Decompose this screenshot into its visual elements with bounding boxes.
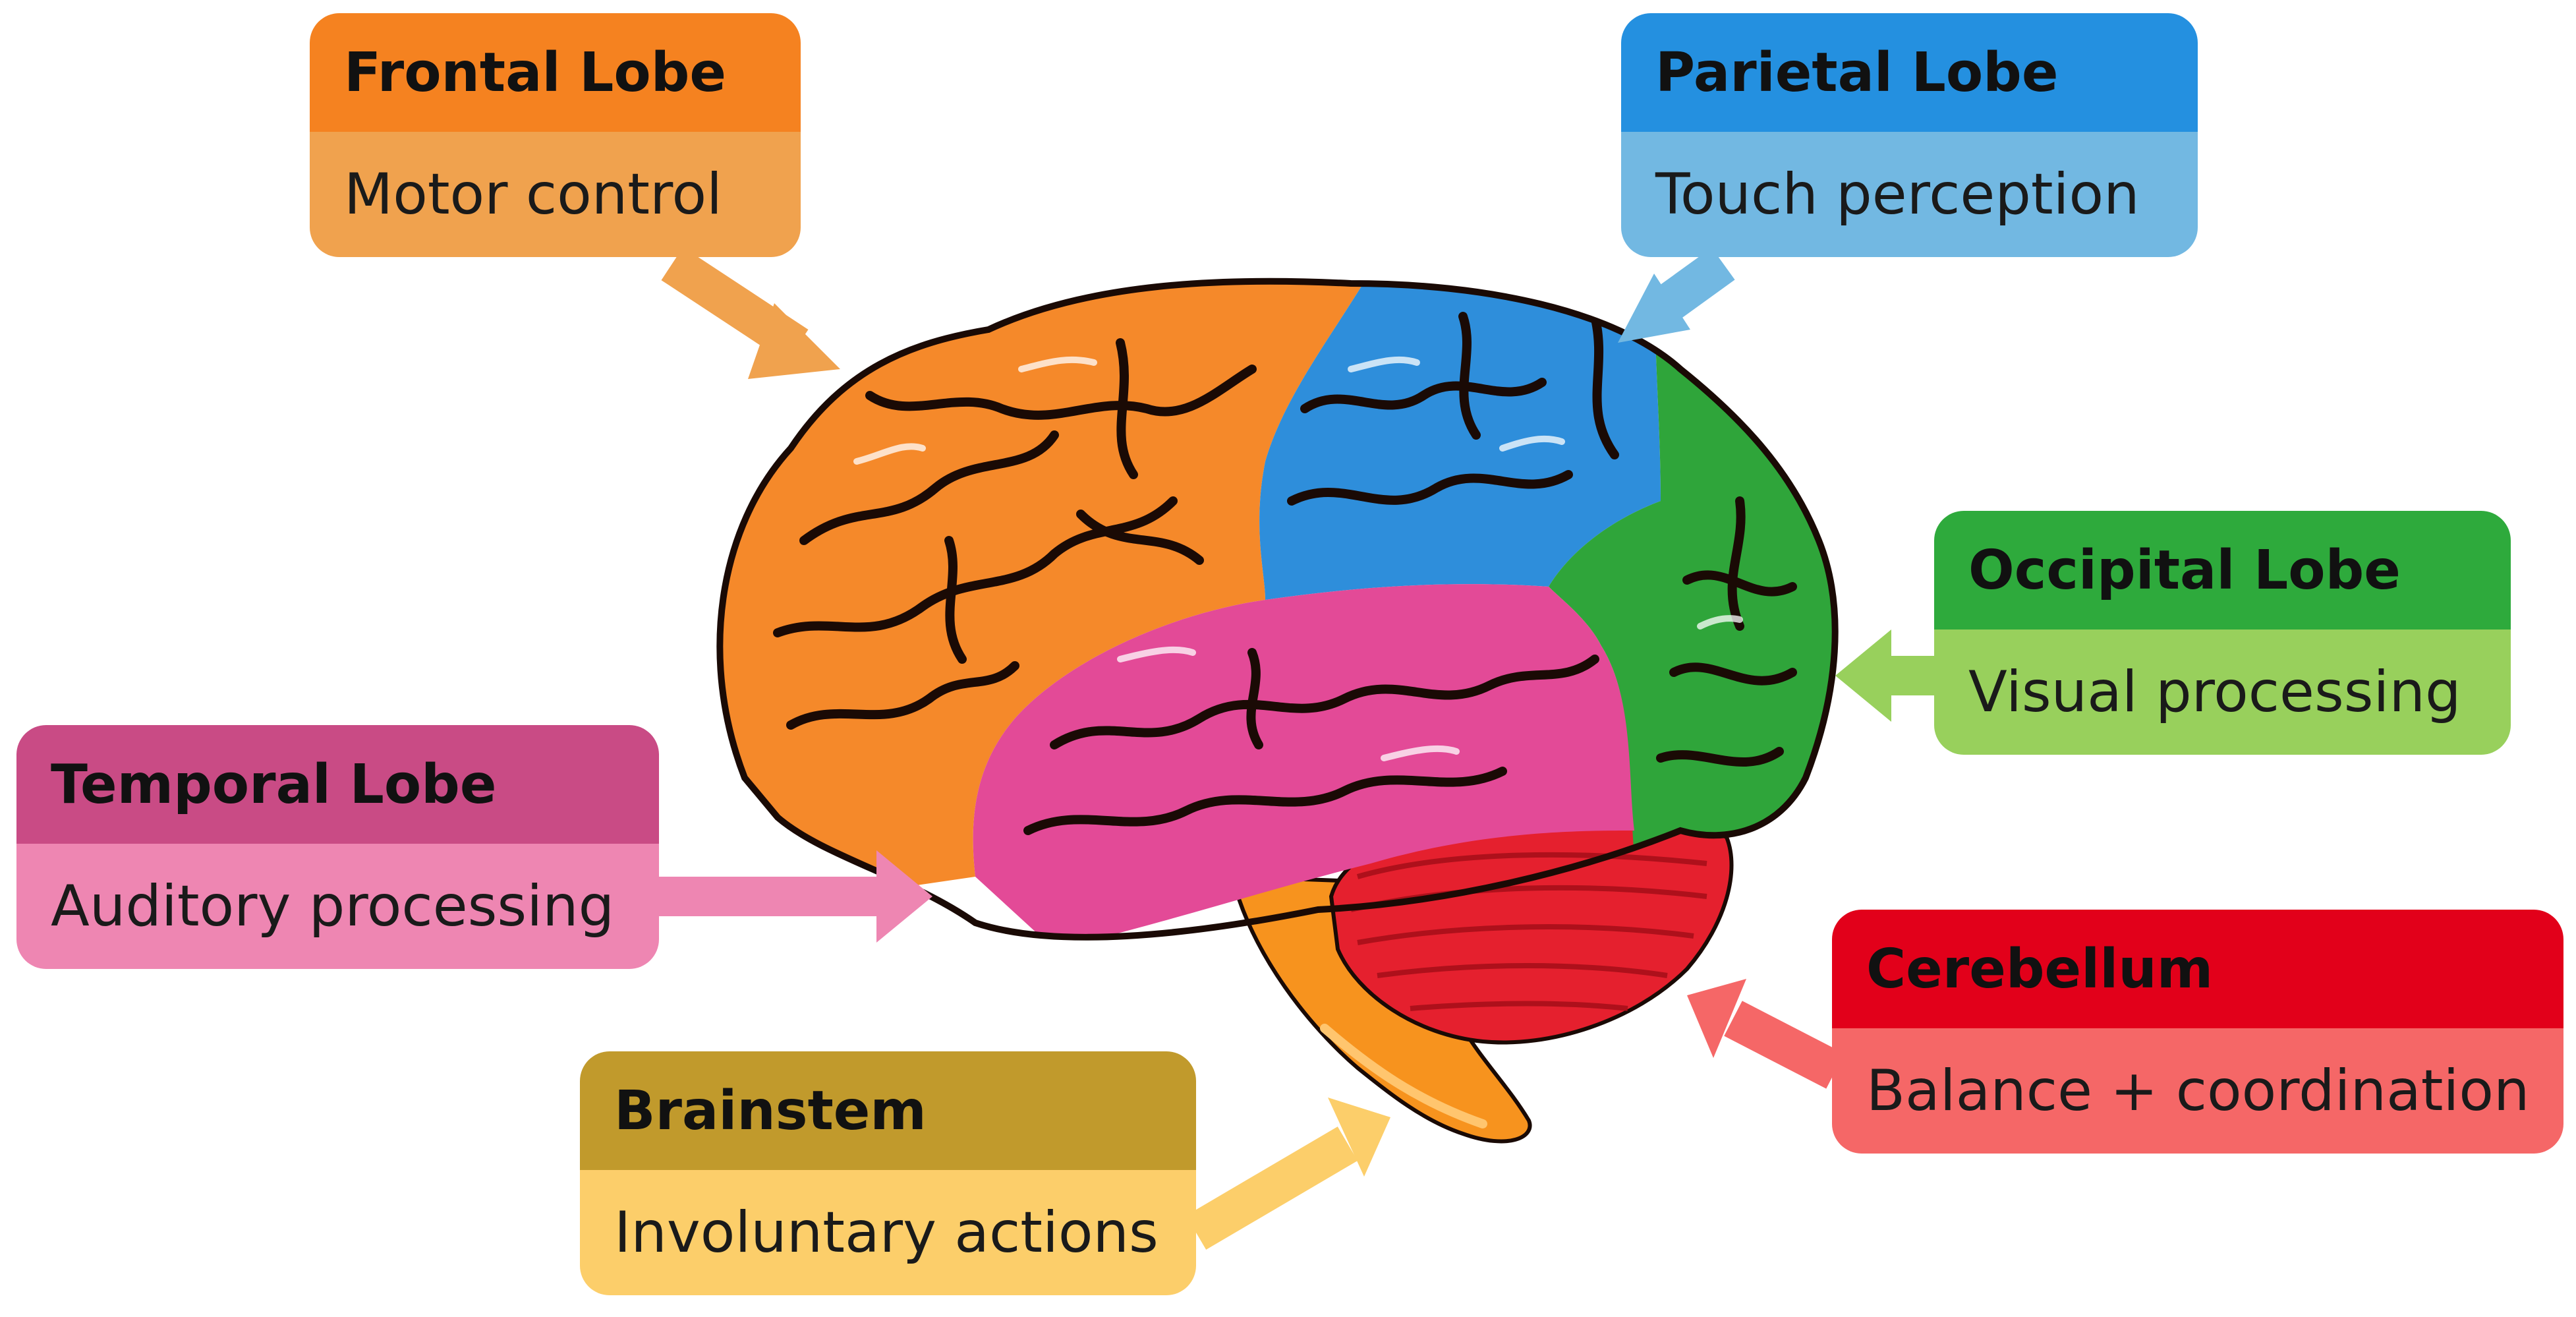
parietal-lobe-description: Touch perception (1621, 132, 2198, 257)
cerebellum-description: Balance + coordination (1832, 1028, 2563, 1154)
brainstem-pointer-arrow (1186, 1098, 1390, 1250)
temporal-lobe-description: Auditory processing (16, 844, 659, 969)
cerebellum-pointer-arrow (1687, 979, 1845, 1089)
parietal-pointer-arrow (1618, 247, 1735, 343)
occipital-pointer-arrow (1835, 629, 1941, 722)
occipital-lobe-description: Visual processing (1934, 629, 2511, 755)
cerebellum-title: Cerebellum (1832, 910, 2563, 1028)
frontal-lobe-description: Motor control (310, 132, 801, 257)
cerebellum-callout: Cerebellum Balance + coordination (1832, 910, 2563, 1154)
brainstem-description: Involuntary actions (580, 1170, 1196, 1295)
frontal-lobe-callout: Frontal Lobe Motor control (310, 13, 801, 257)
frontal-lobe-title: Frontal Lobe (310, 13, 801, 132)
parietal-lobe-title: Parietal Lobe (1621, 13, 2198, 132)
brainstem-callout: Brainstem Involuntary actions (580, 1051, 1196, 1295)
occipital-lobe-callout: Occipital Lobe Visual processing (1934, 511, 2511, 755)
parietal-lobe-callout: Parietal Lobe Touch perception (1621, 13, 2198, 257)
brainstem-title: Brainstem (580, 1051, 1196, 1170)
temporal-pointer-arrow (656, 850, 932, 943)
temporal-lobe-title: Temporal Lobe (16, 725, 659, 844)
temporal-lobe-callout: Temporal Lobe Auditory processing (16, 725, 659, 969)
temporal-lobe-region (973, 584, 1634, 937)
frontal-pointer-arrow (661, 247, 840, 379)
occipital-lobe-title: Occipital Lobe (1934, 511, 2511, 629)
